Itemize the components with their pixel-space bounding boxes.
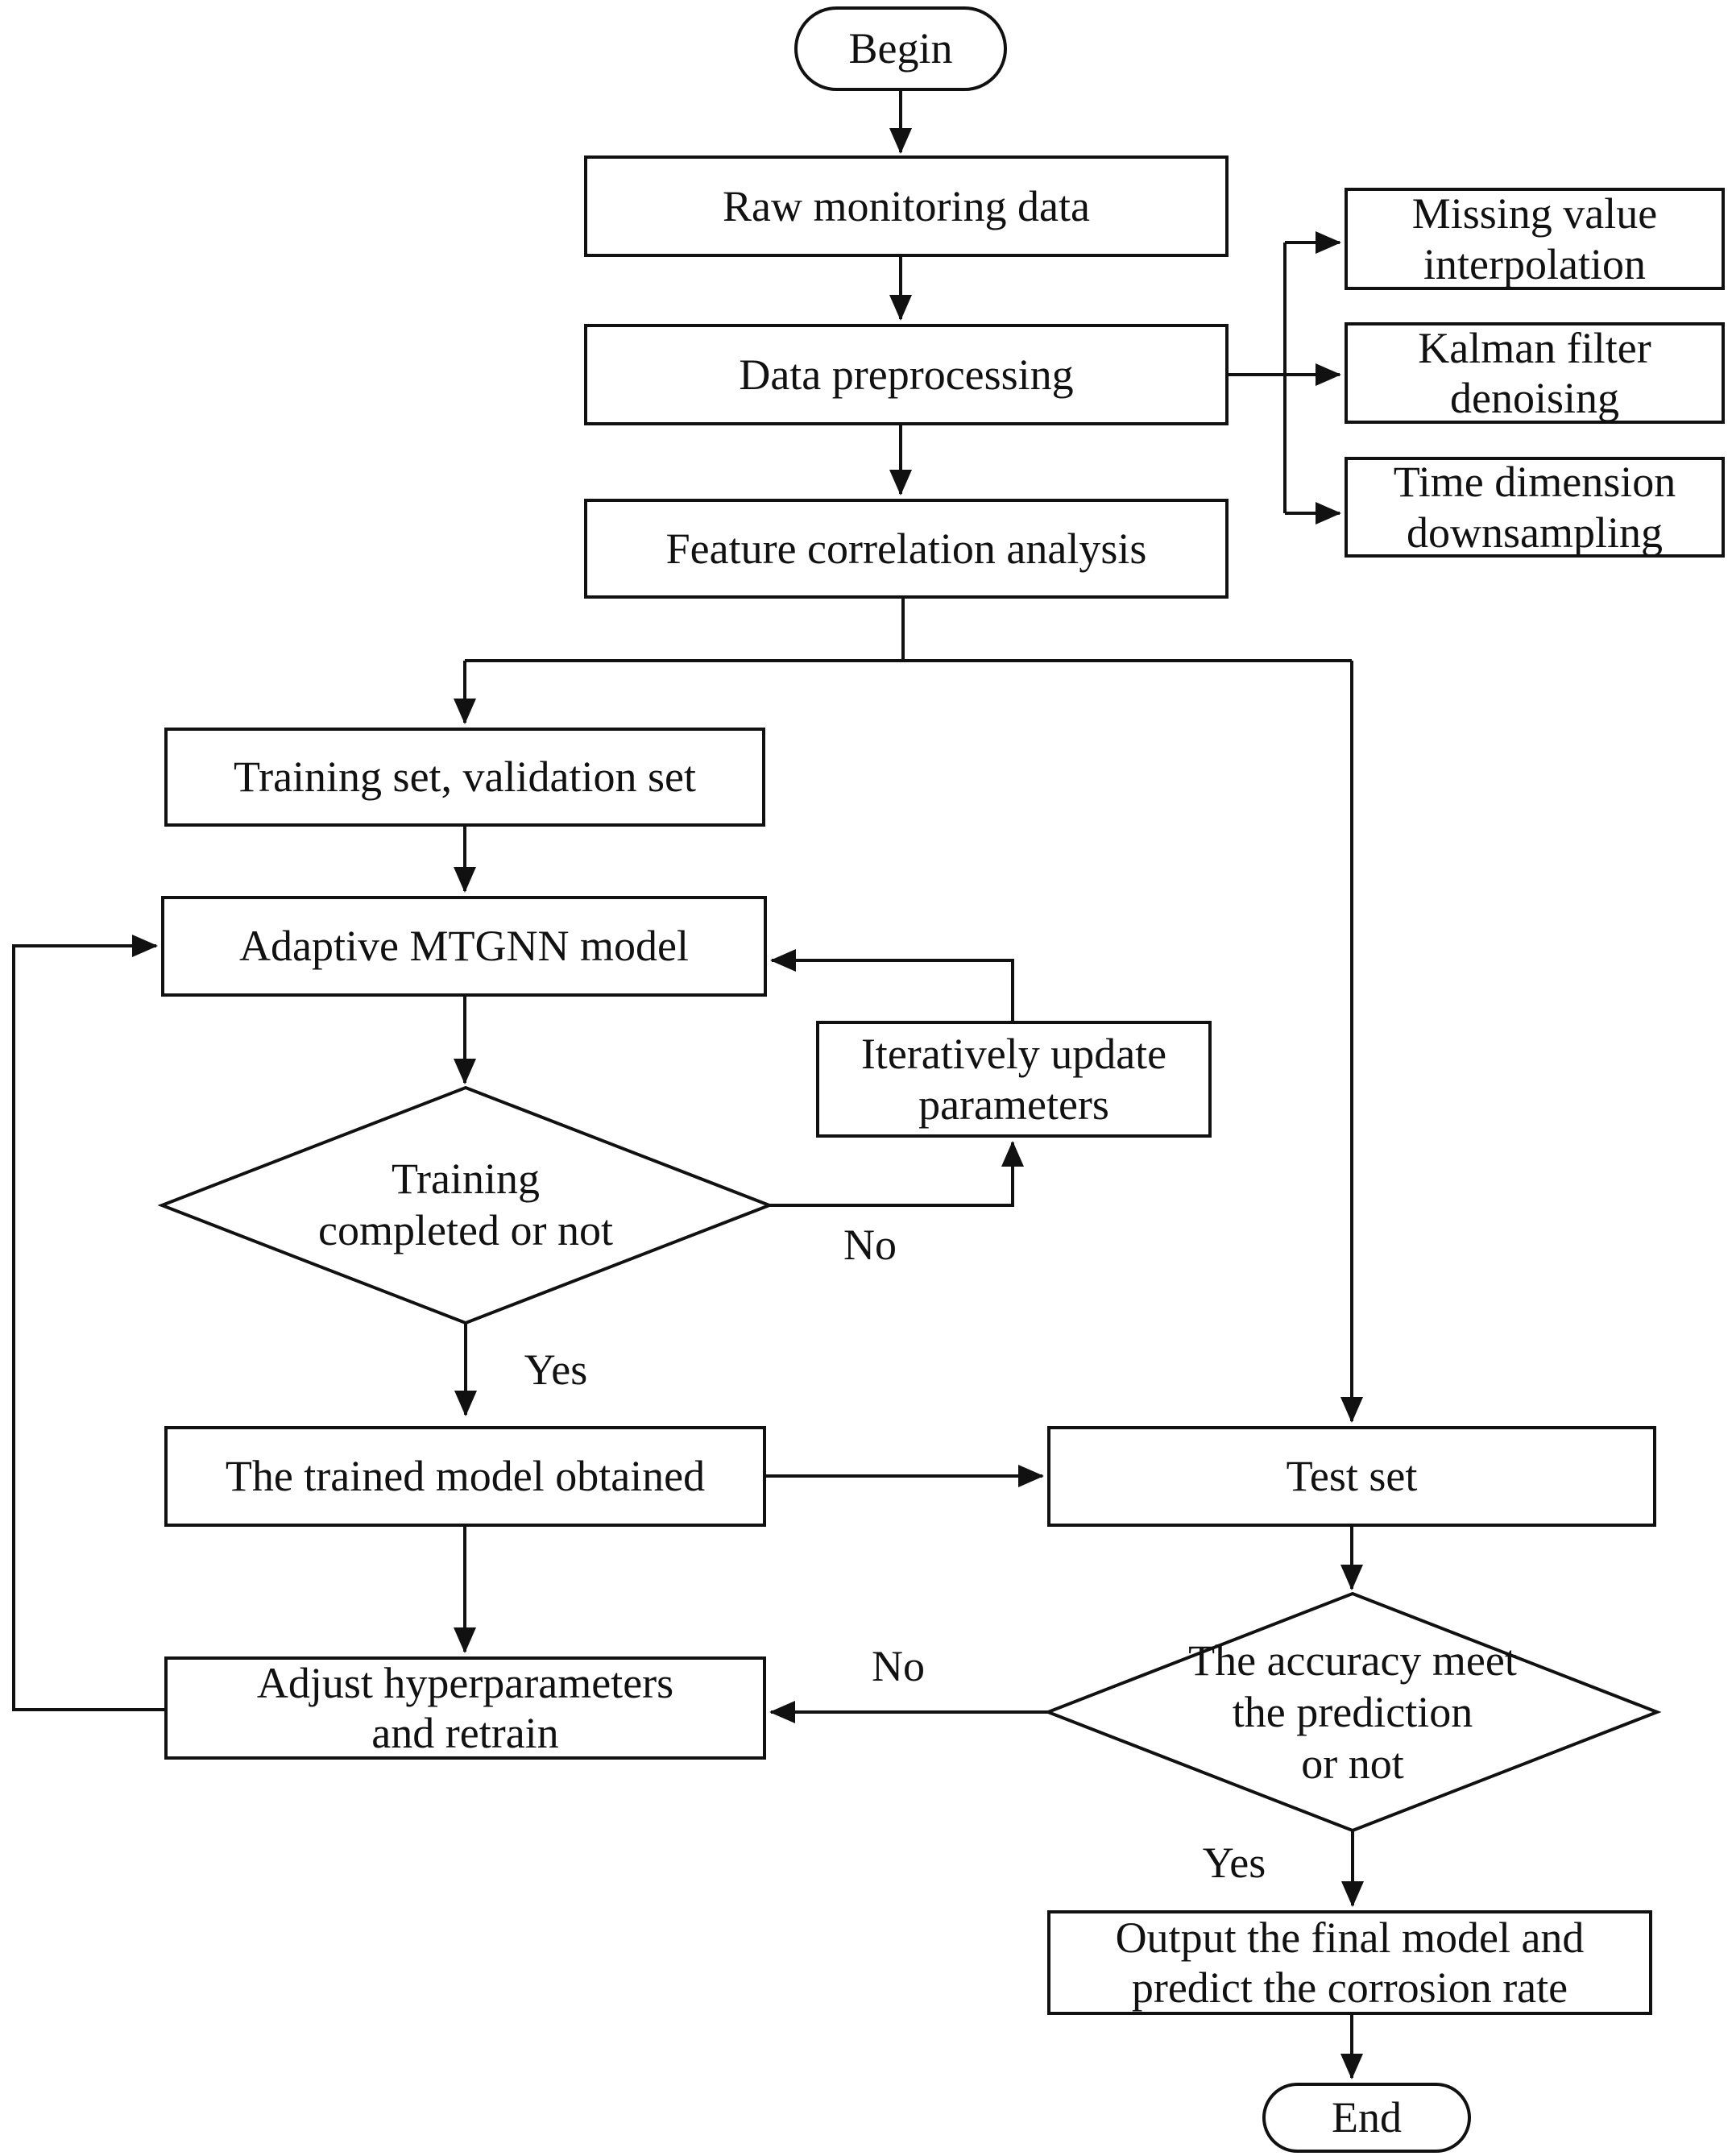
edge-iterative-adaptive — [770, 949, 1014, 1021]
node-adjust-hyperparameters: Adjust hyperparameters and retrain — [164, 1656, 766, 1760]
node-end: End — [1262, 2083, 1471, 2153]
node-time-dimension-downsampling: Time dimension downsampling — [1345, 457, 1725, 558]
edge-preprocess-branch — [1229, 243, 1287, 513]
edge-label-accuracy-yes: Yes — [1202, 1839, 1266, 1887]
edge-adjust-loop-adaptive — [12, 935, 164, 1711]
node-begin: Begin — [794, 6, 1007, 91]
node-adaptive-mtgnn-model: Adaptive MTGNN model — [161, 896, 767, 997]
edge-feature-split — [465, 599, 1352, 662]
node-missing-value-interpolation: Missing value interpolation — [1345, 188, 1725, 290]
node-training-validation-set: Training set, validation set — [164, 728, 765, 827]
decision-training-shape — [157, 1085, 774, 1325]
edge-decision-iterative-no — [769, 1141, 1024, 1207]
node-trained-model-obtained: The trained model obtained — [164, 1426, 766, 1527]
decision-training-label: Training completed or not — [318, 1155, 613, 1254]
decision-accuracy-label: The accuracy meet the prediction or not — [1188, 1636, 1517, 1788]
node-test-set: Test set — [1047, 1426, 1656, 1527]
edge-label-training-no: No — [843, 1221, 897, 1269]
node-iteratively-update-parameters: Iteratively update parameters — [816, 1021, 1212, 1138]
edge-label-accuracy-no: No — [872, 1642, 925, 1690]
node-raw-monitoring-data: Raw monitoring data — [584, 155, 1229, 257]
edge-label-training-yes: Yes — [524, 1345, 588, 1394]
node-data-preprocessing: Data preprocessing — [584, 324, 1229, 425]
node-output-final-model: Output the final model and predict the c… — [1047, 1910, 1652, 2015]
node-feature-correlation-analysis: Feature correlation analysis — [584, 499, 1229, 599]
node-kalman-filter-denoising: Kalman filter denoising — [1345, 322, 1725, 424]
decision-accuracy-shape — [1043, 1591, 1662, 1833]
